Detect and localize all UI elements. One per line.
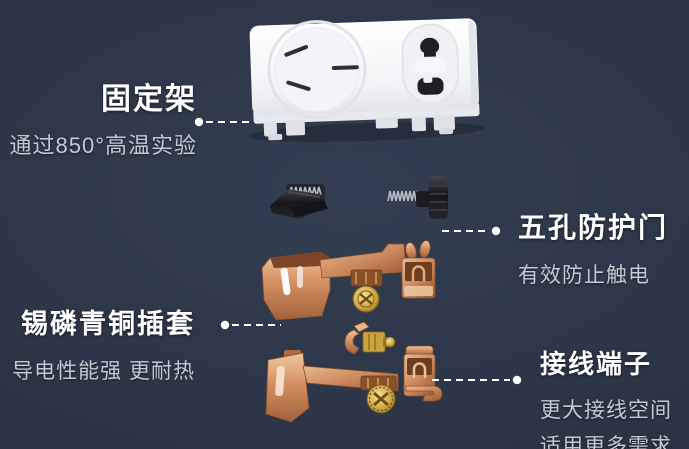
- callout-wiring-terminal: 接线端子 更大接线空间 适用更多需求: [540, 344, 672, 449]
- part-description: 更大接线空间: [540, 399, 672, 422]
- leader-bronze-sleeve: [220, 320, 281, 330]
- wiring-terminal-strip-illustration: [265, 345, 443, 423]
- bronze-contact-strip-illustration: [261, 240, 436, 321]
- callout-bronze-sleeve: 锡磷青铜插套 导电性能强 更耐热: [12, 302, 195, 385]
- leader-fixing-frame: [194, 117, 252, 127]
- part-title: 五孔防护门: [518, 212, 669, 243]
- leader-protective-door: [442, 226, 501, 236]
- protective-door-parts-illustration: [270, 176, 448, 219]
- part-description: 导电性能强 更耐热: [12, 360, 195, 383]
- part-title: 锡磷青铜插套: [21, 309, 195, 339]
- part-title: 固定架: [101, 83, 197, 116]
- part-description: 适用更多需求: [540, 435, 672, 449]
- callout-protective-door: 五孔防护门 有效防止触电: [518, 206, 668, 289]
- socket-faceplate-illustration: [248, 18, 485, 142]
- brass-clamp-illustration: [344, 321, 396, 355]
- callout-fixing-frame: 固定架 通过850°高温实验: [9, 74, 197, 160]
- leader-wiring-terminal: [432, 375, 522, 385]
- part-description: 通过850°高温实验: [9, 133, 197, 158]
- part-description: 有效防止触电: [518, 264, 650, 287]
- part-title: 接线端子: [540, 349, 653, 379]
